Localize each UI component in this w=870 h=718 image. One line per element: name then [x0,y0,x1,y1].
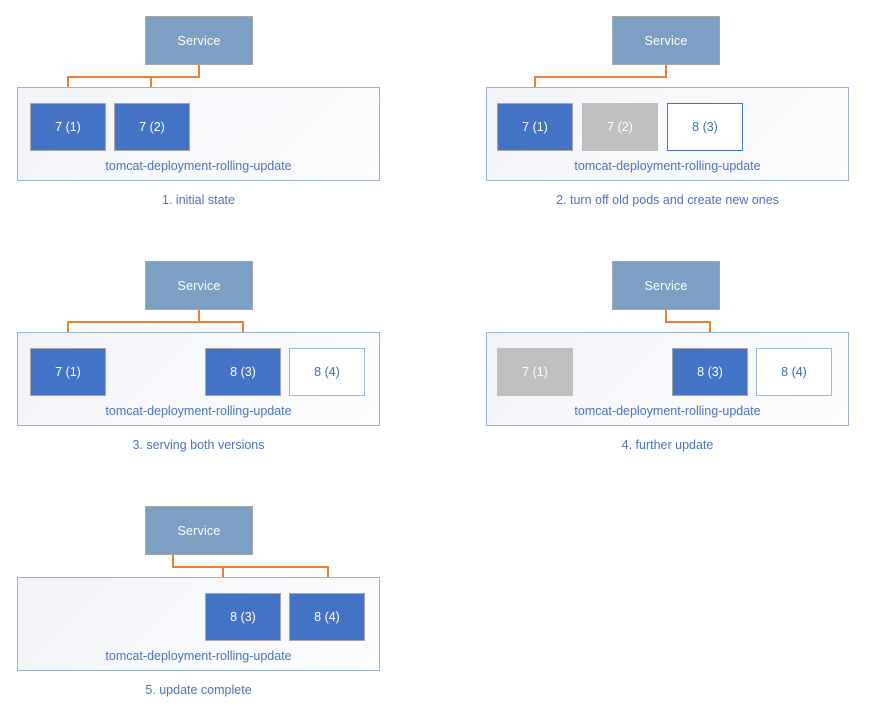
panel-further-update: Service tomcat-deployment-rolling-update… [435,245,870,470]
panel-turn-off-old-pods: Service tomcat-deployment-rolling-update… [435,0,870,225]
pod-8-4[interactable]: 8 (4) [756,348,832,396]
pod-8-3[interactable]: 8 (3) [205,593,281,641]
pod-7-2[interactable]: 7 (2) [114,103,190,151]
panel-caption: 2. turn off old pods and create new ones [556,193,779,207]
panel-caption: 1. initial state [162,193,235,207]
panel-caption: 4. further update [621,438,714,452]
service-box[interactable]: Service [145,16,253,65]
pod-7-1[interactable]: 7 (1) [30,348,106,396]
deployment-label: tomcat-deployment-rolling-update [105,649,292,663]
service-box[interactable]: Service [145,506,253,555]
panel-caption: 5. update complete [145,683,252,697]
pod-8-4[interactable]: 8 (4) [289,593,365,641]
panel-update-complete: Service tomcat-deployment-rolling-update… [0,490,435,718]
pod-8-3[interactable]: 8 (3) [205,348,281,396]
pod-7-1[interactable]: 7 (1) [497,103,573,151]
panel-caption: 3. serving both versions [132,438,265,452]
panel-initial-state: Service tomcat-deployment-rolling-update… [0,0,435,225]
pod-7-1[interactable]: 7 (1) [497,348,573,396]
deployment-label: tomcat-deployment-rolling-update [105,159,292,173]
pod-7-2[interactable]: 7 (2) [582,103,658,151]
panel-serving-both-versions: Service tomcat-deployment-rolling-update… [0,245,435,470]
service-box[interactable]: Service [612,261,720,310]
deployment-label: tomcat-deployment-rolling-update [574,159,761,173]
pod-7-1[interactable]: 7 (1) [30,103,106,151]
service-box[interactable]: Service [612,16,720,65]
deployment-label: tomcat-deployment-rolling-update [105,404,292,418]
pod-8-3[interactable]: 8 (3) [667,103,743,151]
service-box[interactable]: Service [145,261,253,310]
deployment-container: tomcat-deployment-rolling-update [17,577,380,671]
pod-8-4[interactable]: 8 (4) [289,348,365,396]
pod-8-3[interactable]: 8 (3) [672,348,748,396]
deployment-label: tomcat-deployment-rolling-update [574,404,761,418]
